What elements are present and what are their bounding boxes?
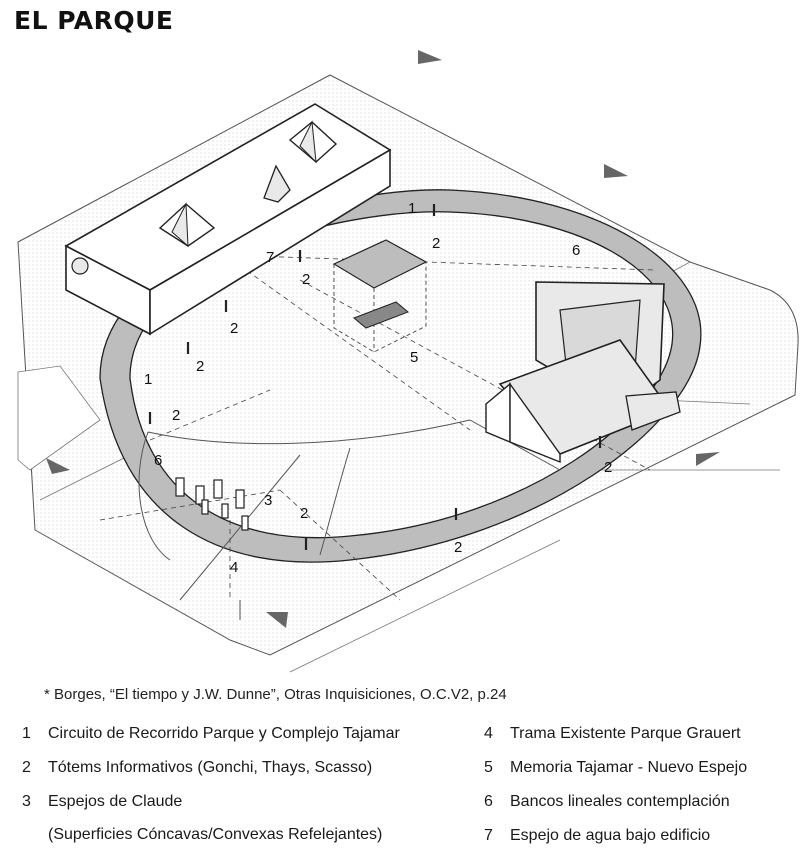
label-3: 3 [264,492,272,509]
legend-number: 7 [484,827,493,844]
legend-text: Circuito de Recorrido Parque y Complejo … [48,725,400,742]
legend-number: 4 [484,725,493,742]
legend-number: 5 [484,759,493,776]
legend-text: Tótems Informativos (Gonchi, Thays, Scas… [48,759,373,776]
citation-note: * Borges, “El tiempo y J.W. Dunne”, Otra… [44,686,507,703]
legend-number: 1 [22,725,31,742]
view-arrows [46,50,720,628]
memoria-cube [332,239,428,353]
label-2f: 2 [300,505,308,522]
label-6b: 6 [154,452,162,469]
label-2d: 2 [196,358,204,375]
label-1b: 1 [144,371,152,388]
legend-text: Bancos lineales contemplación [510,793,730,810]
legend-title: Espejos de Claude [48,793,183,810]
legend-text: Trama Existente Parque Grauert [510,725,741,742]
legend-text: Espejos de Claude (Superficies Cóncavas/… [48,792,472,850]
label-1a: 1 [408,200,416,217]
label-2g: 2 [454,539,462,556]
legend-left: 1 Circuito de Recorrido Parque y Complej… [22,724,472,850]
label-2c: 2 [230,320,238,337]
legend-text: Memoria Tajamar - Nuevo Espejo [510,759,748,776]
building-tajamar [64,103,392,336]
label-2e: 2 [172,407,180,424]
legend-item: 4 Trama Existente Parque Grauert [484,724,794,758]
legend-item: 7 Espejo de agua bajo edificio [484,826,794,860]
label-5: 5 [410,349,418,366]
totems [148,204,602,550]
site-block-left-lobe [17,365,101,471]
label-6a: 6 [572,242,580,259]
legend-subtitle: (Superficies Cóncavas/Convexas Refelejan… [48,826,383,843]
construction-lines [99,254,656,601]
legend-number: 2 [22,759,31,776]
legend-item: 6 Bancos lineales contemplación [484,792,794,826]
legend-number: 3 [22,793,31,810]
label-2a: 2 [432,235,440,252]
claude-mirrors [175,477,249,531]
label-2b: 2 [302,271,310,288]
legend-text: Espejo de agua bajo edificio [510,827,711,844]
legend-number: 6 [484,793,493,810]
label-4: 4 [230,559,238,576]
legend-item: 1 Circuito de Recorrido Parque y Complej… [22,724,472,758]
legend-item: 3 Espejos de Claude (Superficies Cóncava… [22,792,472,850]
legend-item: 5 Memoria Tajamar - Nuevo Espejo [484,758,794,792]
park-paths [138,419,561,620]
label-7: 7 [266,249,274,266]
park-axonometric-diagram: 1 1 2 2 2 2 2 2 2 2 3 4 5 6 6 7 [17,50,799,673]
legend-right: 4 Trama Existente Parque Grauert 5 Memor… [484,724,794,860]
page-title: EL PARQUE [14,6,174,35]
building-grauert [485,281,681,464]
label-2h: 2 [604,459,612,476]
legend-item: 2 Tótems Informativos (Gonchi, Thays, Sc… [22,758,472,792]
